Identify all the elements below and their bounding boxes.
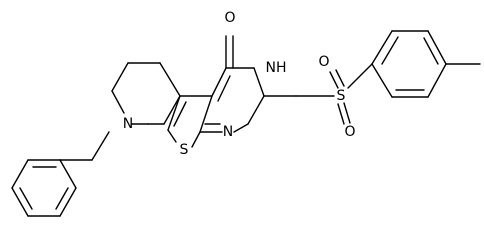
bond bbox=[167, 129, 177, 143]
thiophene-s-label: S bbox=[180, 142, 189, 158]
bond bbox=[163, 95, 181, 125]
bond bbox=[55, 187, 69, 210]
bond bbox=[111, 90, 125, 114]
bond bbox=[211, 67, 227, 97]
piperidine-n-label: N bbox=[123, 116, 133, 132]
atom-labels: O NH N S N S O O bbox=[123, 10, 356, 158]
bond bbox=[233, 123, 249, 133]
bond bbox=[11, 159, 29, 189]
bond bbox=[371, 30, 393, 65]
bond bbox=[59, 187, 77, 217]
amide-nh-label: NH bbox=[266, 60, 287, 76]
bond bbox=[167, 95, 181, 131]
bond bbox=[11, 187, 29, 217]
bond bbox=[335, 69, 345, 87]
bond bbox=[371, 63, 393, 98]
bond bbox=[329, 71, 339, 89]
bond bbox=[423, 37, 439, 65]
bond bbox=[111, 62, 129, 92]
bond bbox=[59, 159, 77, 189]
bond bbox=[347, 63, 373, 89]
bonds bbox=[11, 30, 481, 217]
sulfone-s-label: S bbox=[337, 88, 346, 104]
bond bbox=[343, 102, 351, 124]
bond bbox=[253, 67, 265, 97]
bond bbox=[91, 131, 110, 161]
bond bbox=[159, 62, 181, 97]
bond bbox=[381, 36, 399, 65]
sulfone-o-top-label: O bbox=[318, 54, 329, 70]
bond bbox=[427, 63, 447, 98]
bond bbox=[337, 103, 345, 125]
carbonyl-oxygen-label: O bbox=[224, 10, 235, 26]
sulfone-o-bottom-label: O bbox=[344, 124, 355, 140]
bond bbox=[217, 75, 231, 102]
bond bbox=[199, 95, 213, 133]
bond bbox=[19, 187, 33, 210]
bond bbox=[427, 30, 447, 65]
pyrimidine-n-label: N bbox=[223, 124, 233, 140]
bond bbox=[191, 131, 201, 148]
bond bbox=[247, 95, 265, 125]
bond bbox=[173, 101, 187, 127]
